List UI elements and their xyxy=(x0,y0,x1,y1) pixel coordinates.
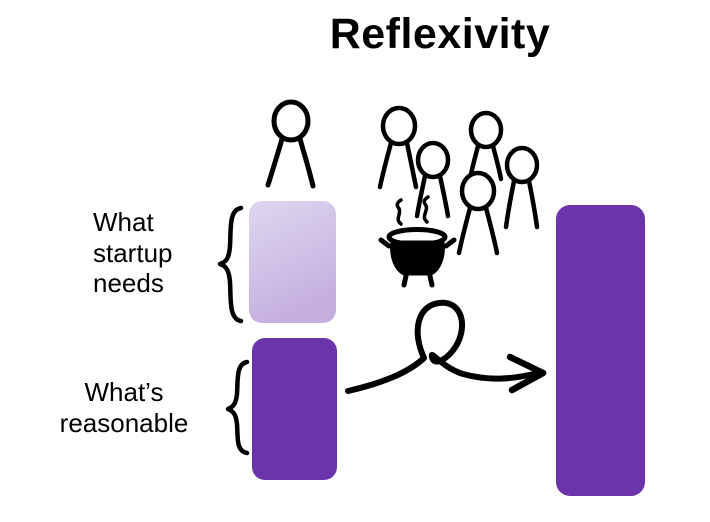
crowd-person-icon xyxy=(467,110,504,182)
curly-brace-bottom-icon xyxy=(225,359,250,456)
result-bar xyxy=(556,205,645,496)
crowd-person-icon xyxy=(414,140,451,219)
crowd-person-icon xyxy=(503,145,540,230)
label-whats-reasonable: What’s reasonable xyxy=(59,377,189,438)
reasonable-bar xyxy=(252,338,337,480)
crowd-person-icon xyxy=(377,105,419,190)
crowd-of-people-icon xyxy=(377,105,540,256)
startup-needs-bar xyxy=(249,201,336,323)
curly-brace-top-icon xyxy=(217,205,244,324)
page-title: Reflexivity xyxy=(329,10,551,58)
looped-arrow-icon xyxy=(345,299,547,394)
person-icon xyxy=(265,99,316,189)
label-what-startup-needs: What startup needs xyxy=(93,207,173,299)
cooking-pot-icon xyxy=(378,227,457,288)
steam-icon xyxy=(395,195,430,226)
crowd-person-icon xyxy=(456,170,500,256)
